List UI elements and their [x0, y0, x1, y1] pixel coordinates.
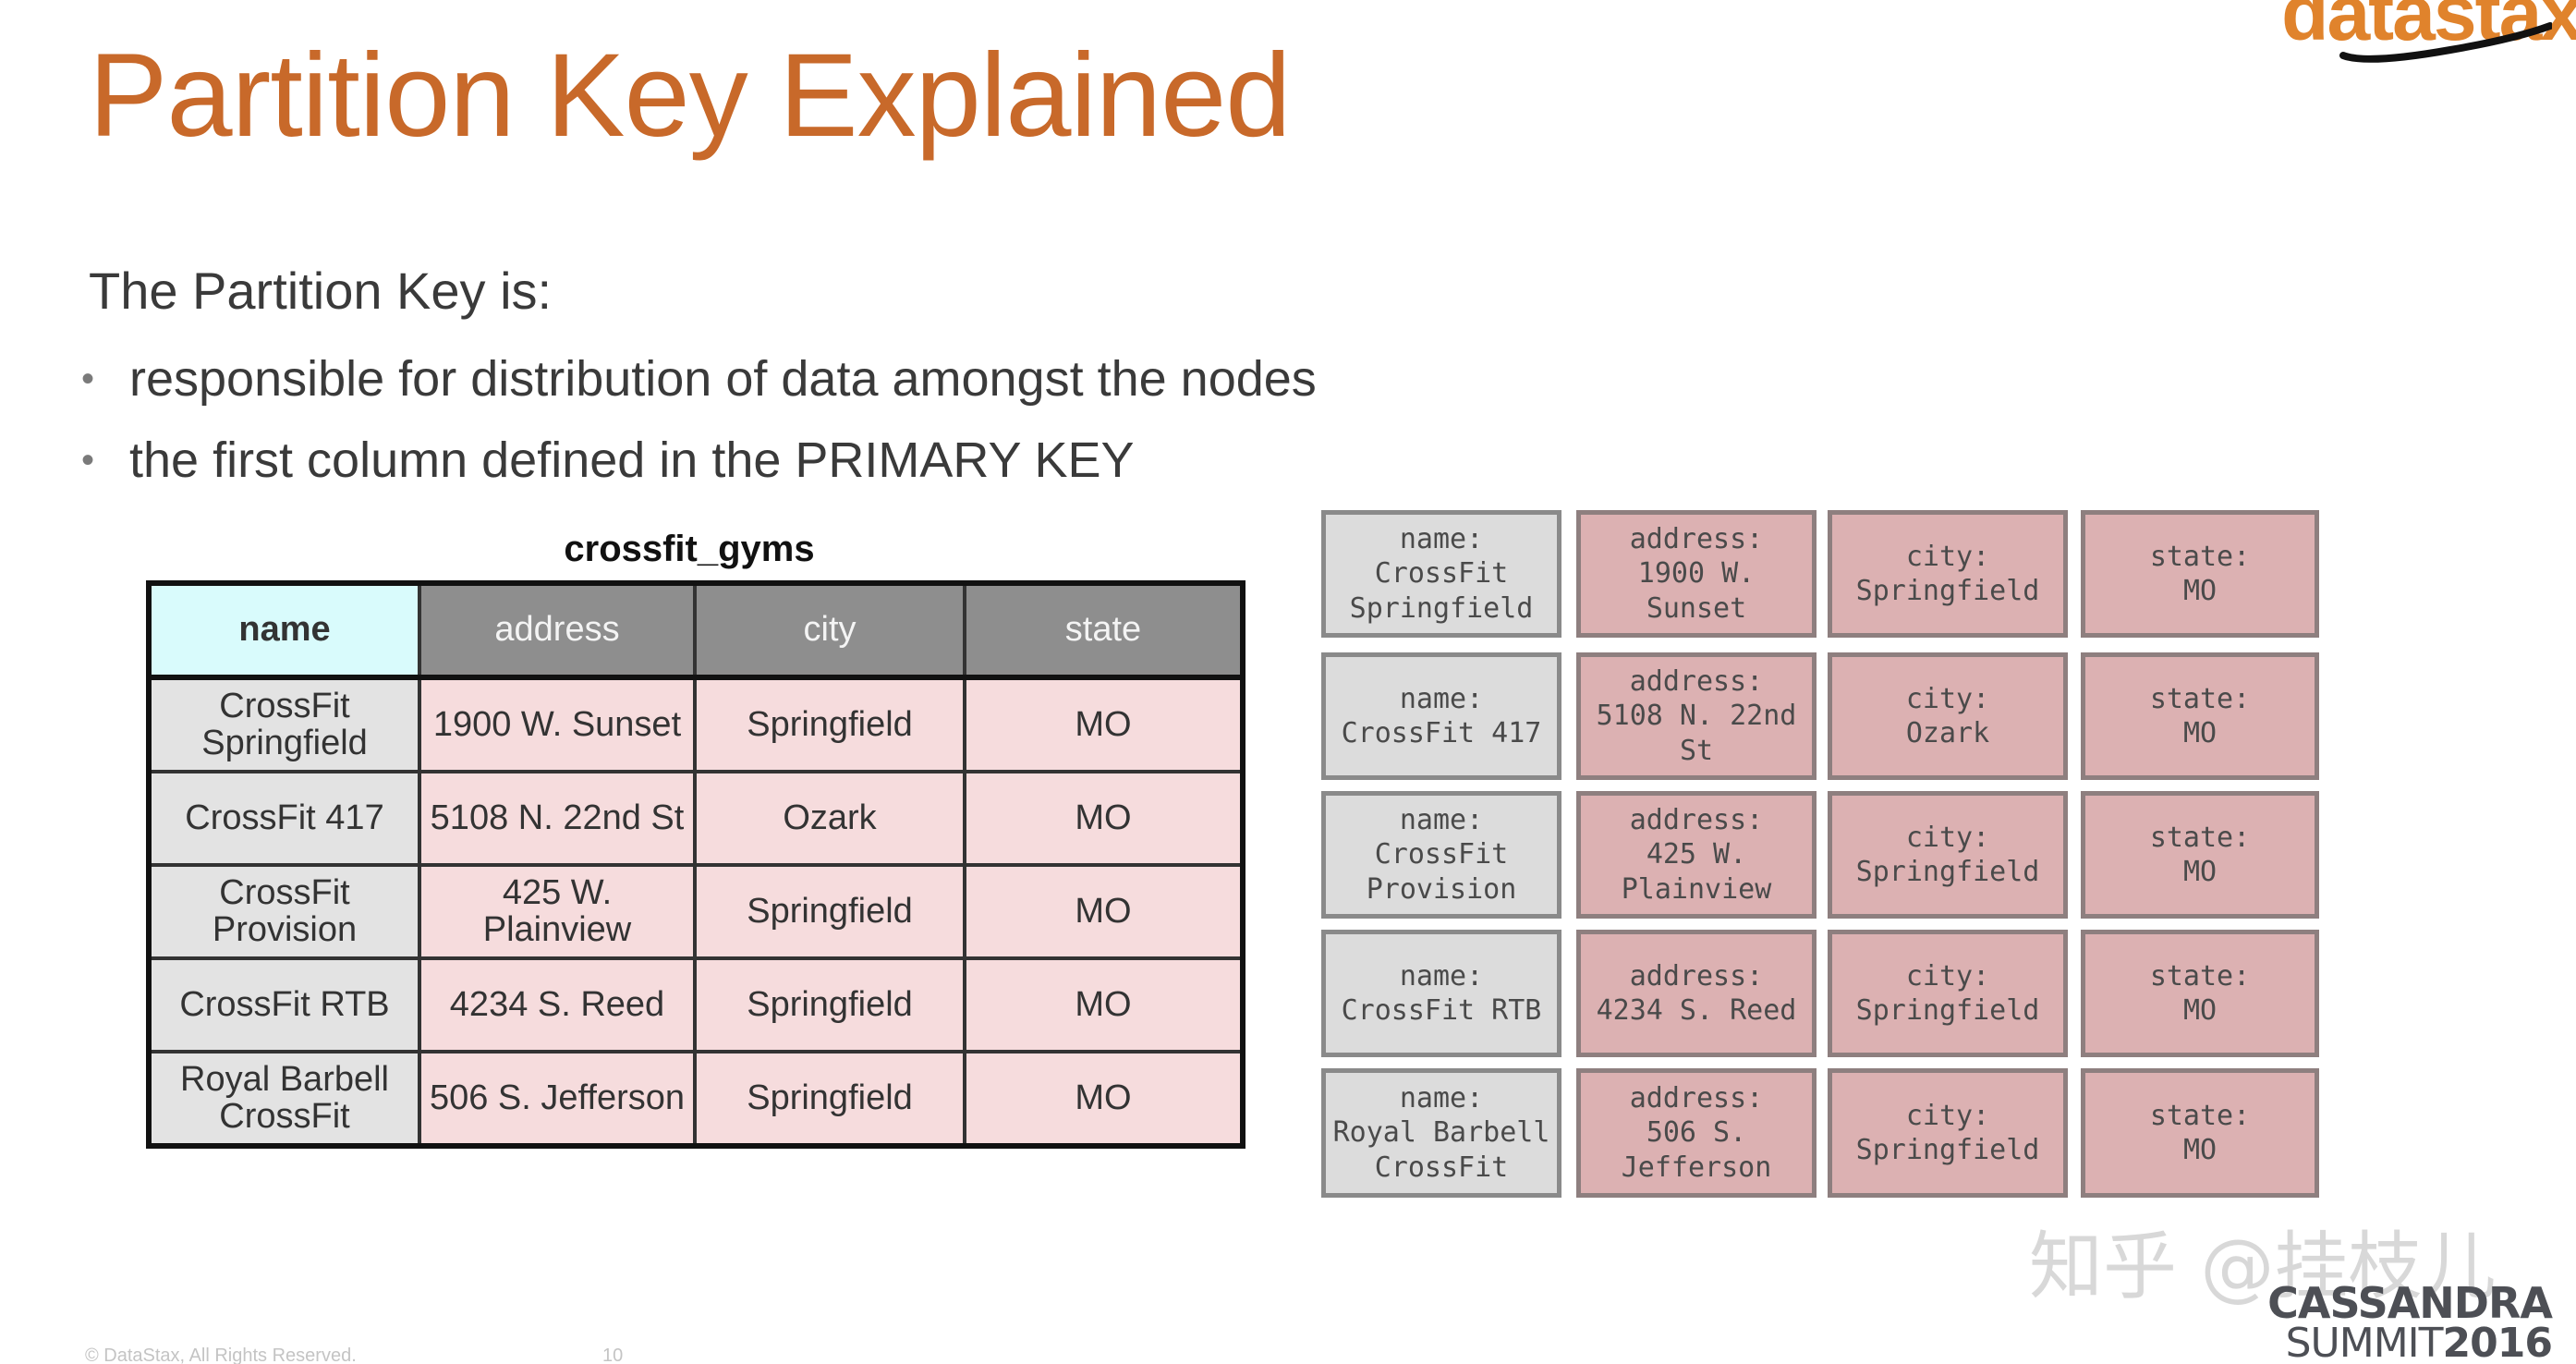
- logo-swoosh-icon: [2339, 22, 2552, 63]
- cell-name: Royal Barbell CrossFit: [147, 1050, 421, 1148]
- partition-cell-state: state: MO: [2081, 652, 2319, 780]
- table-row: CrossFit RTB 4234 S. Reed Springfield MO: [147, 956, 1245, 1053]
- crossfit-gyms-table: name address city state CrossFit Springf…: [146, 580, 1245, 1149]
- watermark: 知乎 @挂枝儿: [2029, 1224, 2497, 1309]
- summit-line-1: CASSANDRA: [2267, 1278, 2553, 1328]
- slide-title: Partition Key Explained: [89, 30, 1291, 162]
- summit-word: SUMMIT: [2285, 1320, 2444, 1364]
- summit-line-2: SUMMIT2016: [2267, 1320, 2553, 1364]
- bullet-text: the first column defined in the PRIMARY …: [129, 432, 1135, 488]
- footer-page-number: 10: [602, 1346, 624, 1364]
- partition-cell-state: state: MO: [2081, 930, 2319, 1057]
- partition-cell-city: city: Springfield: [1828, 1068, 2068, 1198]
- table-row: CrossFit Springfield 1900 W. Sunset Spri…: [147, 676, 1245, 773]
- footer: © DataStax, All Rights Reserved. 10: [85, 1346, 623, 1364]
- table-row: Royal Barbell CrossFit 506 S. Jefferson …: [147, 1050, 1245, 1148]
- partition-cell-city: city: Springfield: [1828, 510, 2068, 638]
- partition-cell-state: state: MO: [2081, 791, 2319, 919]
- cell-name: CrossFit Springfield: [147, 676, 421, 773]
- cell-address: 506 S. Jefferson: [418, 1050, 697, 1148]
- cell-name: CrossFit RTB: [147, 956, 421, 1053]
- table-caption: crossfit_gyms: [564, 529, 815, 569]
- cell-name: CrossFit Provision: [147, 863, 421, 960]
- bullet-dot-icon: •: [81, 359, 95, 399]
- cell-address: 1900 W. Sunset: [418, 676, 697, 773]
- cell-state: MO: [963, 863, 1245, 960]
- bullet-dot-icon: •: [81, 440, 95, 481]
- partition-cell-address: address: 4234 S. Reed: [1576, 930, 1817, 1057]
- cell-name: CrossFit 417: [147, 770, 421, 867]
- partition-cell-city: city: Springfield: [1828, 930, 2068, 1057]
- cell-city: Ozark: [693, 770, 966, 867]
- cell-city: Springfield: [693, 1050, 966, 1148]
- bullet-text: responsible for distribution of data amo…: [129, 351, 1317, 407]
- partition-cell-city: city: Springfield: [1828, 791, 2068, 919]
- partition-cell-name: name: Royal Barbell CrossFit: [1321, 1068, 1561, 1198]
- partition-cell-state: state: MO: [2081, 510, 2319, 638]
- cell-address: 425 W. Plainview: [418, 863, 697, 960]
- cell-city: Springfield: [693, 956, 966, 1053]
- bullet-item: • responsible for distribution of data am…: [81, 338, 1317, 420]
- cell-city: Springfield: [693, 863, 966, 960]
- header-city: city: [693, 581, 966, 680]
- cell-state: MO: [963, 1050, 1245, 1148]
- cell-state: MO: [963, 770, 1245, 867]
- partition-cell-state: state: MO: [2081, 1068, 2319, 1198]
- bullet-item: • the first column defined in the PRIMARY…: [81, 420, 1317, 501]
- header-address: address: [418, 581, 697, 680]
- intro-text: The Partition Key is:: [89, 262, 553, 320]
- cell-state: MO: [963, 956, 1245, 1053]
- partition-cell-address: address: 5108 N. 22nd St: [1576, 652, 1817, 780]
- table-row: CrossFit Provision 425 W. Plainview Spri…: [147, 863, 1245, 960]
- partition-cell-address: address: 506 S. Jefferson: [1576, 1068, 1817, 1198]
- logo-text: datastax: [2281, 0, 2576, 56]
- bullet-list: • responsible for distribution of data am…: [81, 338, 1317, 501]
- cell-state: MO: [963, 676, 1245, 773]
- partition-cell-name: name: CrossFit Springfield: [1321, 510, 1561, 638]
- footer-copyright: © DataStax, All Rights Reserved.: [85, 1346, 357, 1364]
- cell-address: 5108 N. 22nd St: [418, 770, 697, 867]
- partition-cell-address: address: 1900 W. Sunset: [1576, 510, 1817, 638]
- partition-cell-address: address: 425 W. Plainview: [1576, 791, 1817, 919]
- summit-year: 2016: [2442, 1320, 2553, 1364]
- partition-cell-name: name: CrossFit RTB: [1321, 930, 1561, 1057]
- header-state: state: [963, 581, 1245, 680]
- cassandra-summit-logo: CASSANDRA SUMMIT2016: [2267, 1278, 2553, 1364]
- header-name: name: [147, 581, 421, 680]
- partition-cell-name: name: CrossFit 417: [1321, 652, 1561, 780]
- partition-cell-city: city: Ozark: [1828, 652, 2068, 780]
- partition-cell-name: name: CrossFit Provision: [1321, 791, 1561, 919]
- cell-address: 4234 S. Reed: [418, 956, 697, 1053]
- table-header-row: name address city state: [147, 581, 1245, 680]
- datastax-logo: datastax: [2281, 0, 2576, 63]
- table-row: CrossFit 417 5108 N. 22nd St Ozark MO: [147, 770, 1245, 867]
- cell-city: Springfield: [693, 676, 966, 773]
